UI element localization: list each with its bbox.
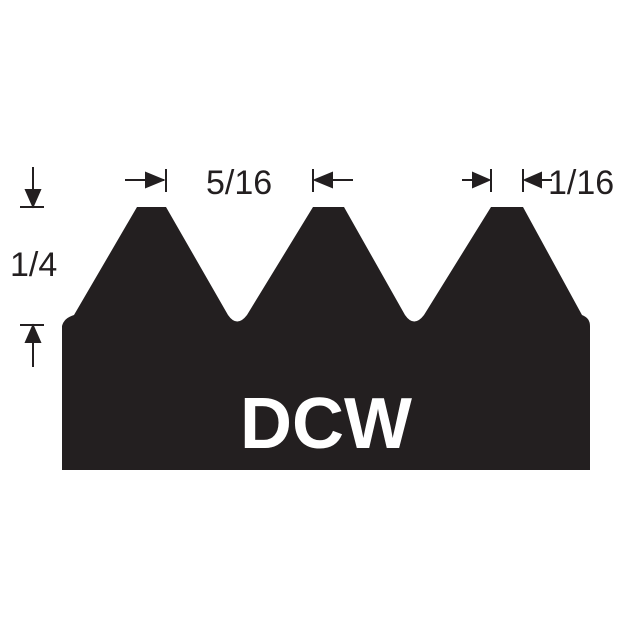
flat-right-arrow-icon: [522, 169, 552, 192]
height-top-arrow-icon: [20, 167, 44, 209]
height-dimension-label: 1/4: [10, 246, 58, 284]
pitch-left-arrow-icon: [125, 169, 167, 192]
pitch-dimension-label: 5/16: [206, 164, 273, 202]
profile-label: DCW: [240, 384, 412, 464]
height-bottom-arrow-icon: [20, 323, 44, 367]
belt-profile: [62, 207, 590, 470]
flat-left-arrow-icon: [462, 169, 492, 192]
flat-dimension-label: 1/16: [548, 164, 615, 202]
pitch-right-arrow-icon: [312, 169, 353, 192]
